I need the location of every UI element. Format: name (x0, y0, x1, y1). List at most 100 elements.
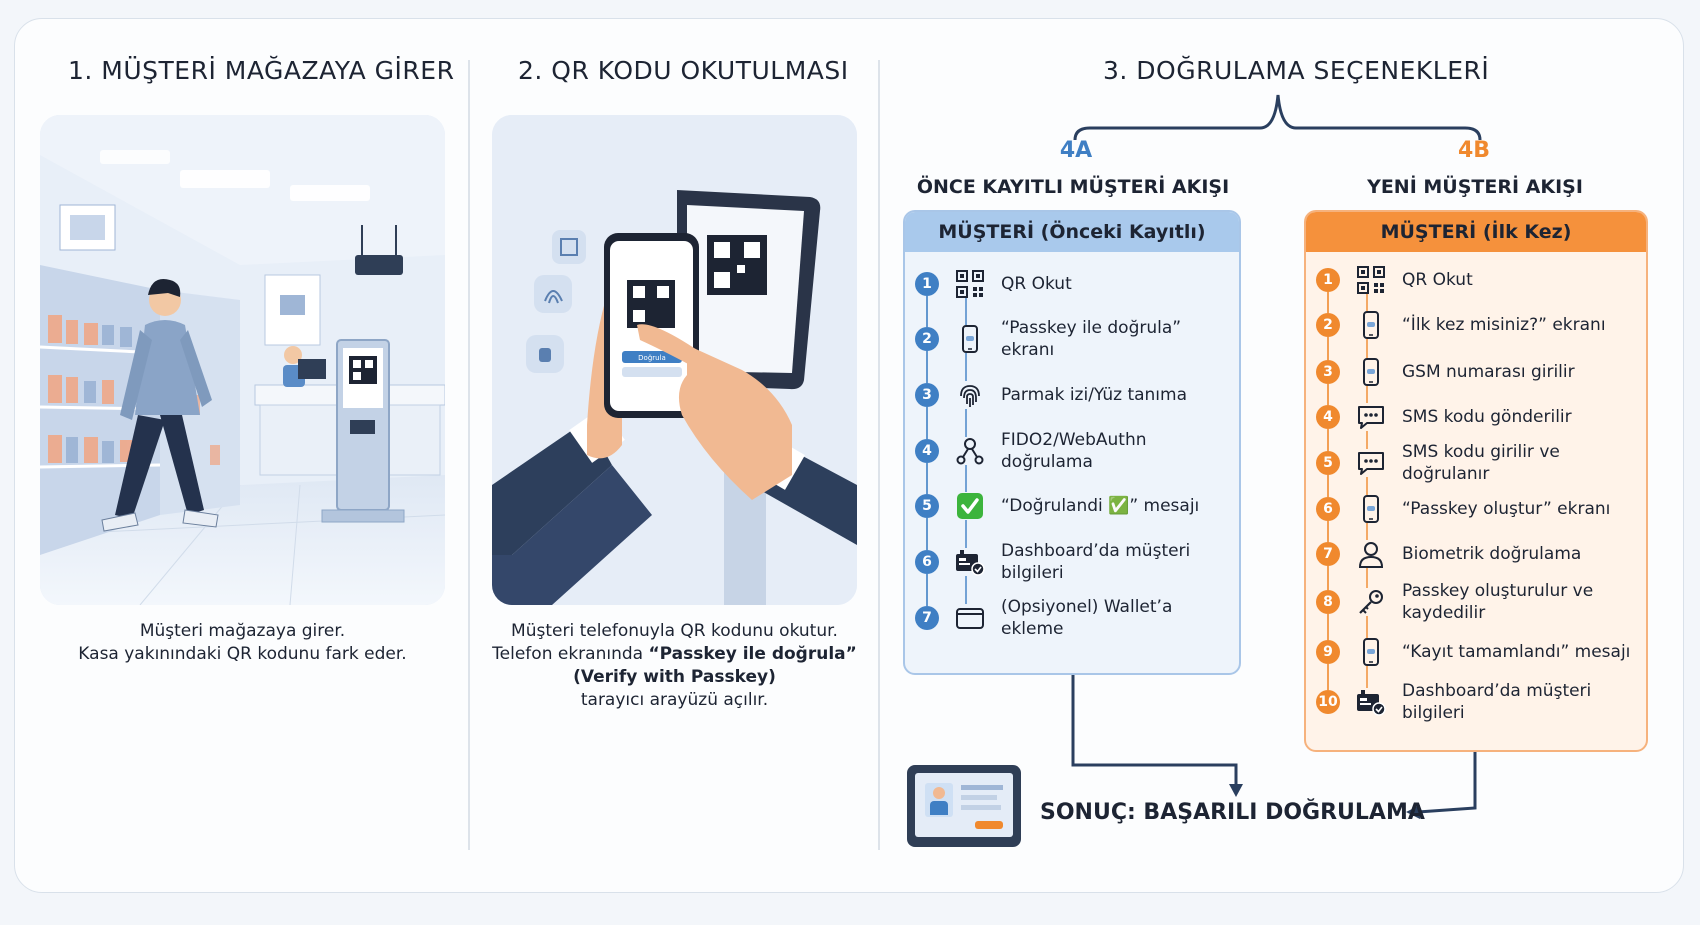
caption-line: Müşteri telefonuyla QR kodunu okutur. (511, 621, 838, 641)
network-icon (953, 434, 987, 468)
flow-a-title: ÖNCE KAYITLI MÜŞTERİ AKIŞI (916, 176, 1230, 198)
step-label: SMS kodu gönderilir (1402, 407, 1572, 427)
icon-connector (965, 465, 967, 492)
flow-a-step: 6 Dashboard’da müşteri bilgileri (915, 541, 1239, 583)
flow-b-title: YENİ MÜŞTERİ AKIŞI (1367, 176, 1583, 198)
phone-icon (1354, 308, 1388, 342)
step-label: (Opsiyonel) Wallet’a ekleme (1001, 597, 1173, 639)
icon-connector (1366, 386, 1368, 403)
icon-connector (1366, 568, 1368, 588)
step-number: 5 (1316, 451, 1340, 475)
flow-b-step: 4 SMS kodu gönderilir (1316, 397, 1572, 437)
step-number: 3 (1316, 360, 1340, 384)
icon-connector (1366, 339, 1368, 358)
step-label: SMS kodu girilir ve doğrulanır (1402, 442, 1560, 484)
section-divider (878, 60, 880, 850)
flow-b-label: 4B (1457, 138, 1491, 163)
key-icon (1354, 585, 1388, 619)
flow-a-step: 3 Parmak izi/Yüz tanıma (915, 375, 1187, 415)
step-label: FIDO2/WebAuthn doğrulama (1001, 430, 1147, 472)
step-number: 1 (1316, 268, 1340, 292)
qr-scan-image: Doğrula (492, 115, 857, 605)
step-number: 6 (915, 550, 939, 574)
icon-connector (1366, 666, 1368, 688)
section-1-caption: Müşteri mağazaya girer. Kasa yakınındaki… (40, 620, 445, 666)
flow-a-label: 4A (1059, 138, 1093, 163)
step-arrow (926, 463, 928, 494)
step-label: “Doğrulandi ✅” mesajı (1001, 496, 1200, 516)
icon-connector (1366, 431, 1368, 449)
chat-icon (1354, 446, 1388, 480)
step-number: 5 (915, 494, 939, 518)
step-label: “Passkey oluştur” ekranı (1402, 499, 1611, 519)
qr-icon (1354, 263, 1388, 297)
step-label: Biometrik doğrulama (1402, 544, 1582, 564)
caption-line: Telefon ekranında “Passkey ile doğrula” … (492, 643, 857, 689)
icon-connector (965, 576, 967, 604)
step-number: 4 (915, 439, 939, 463)
step-number: 3 (915, 383, 939, 407)
icon-connector (965, 353, 967, 381)
section-2-title: 2. QR KODU OKUTULMASI (518, 56, 849, 85)
step-number: 8 (1316, 590, 1340, 614)
phone-icon (1354, 355, 1388, 389)
step-arrow (1327, 521, 1329, 542)
chat-icon (1354, 400, 1388, 434)
step-label: Dashboard’da müşteri bilgileri (1402, 681, 1592, 723)
step-label: Parmak izi/Yüz tanıma (1001, 385, 1188, 405)
qr-icon (953, 267, 987, 301)
step-number: 10 (1316, 690, 1340, 714)
step-label: Dashboard’da müşteri bilgileri (1001, 541, 1191, 583)
step-number: 1 (915, 272, 939, 296)
flow-a-box: MÜŞTERİ (Önceki Kayıtlı) 1 QR Okut 2 “Passk… (903, 210, 1241, 675)
store-illustration (40, 115, 445, 605)
qr-scan-illustration: Doğrula (492, 115, 857, 605)
step-number: 2 (915, 327, 939, 351)
flow-a-step: 4 FIDO2/WebAuthn doğrulama (915, 430, 1239, 472)
flow-a-step: 2 “Passkey ile doğrula” ekranı (915, 318, 1239, 360)
step-label: GSM numarası girilir (1402, 362, 1575, 382)
caption-line: tarayıcı arayüzü açılır. (580, 690, 769, 710)
step-label: “İlk kez misiniz?” ekranı (1402, 315, 1606, 335)
step-number: 6 (1316, 497, 1340, 521)
step-arrow (1327, 475, 1329, 497)
step-number: 4 (1316, 405, 1340, 429)
flow-a-step: 1 QR Okut (915, 264, 1072, 304)
step-label: QR Okut (1001, 274, 1072, 294)
check-icon (953, 489, 987, 523)
step-arrow (1327, 614, 1329, 640)
flow-a-box-title: MÜŞTERİ (Önceki Kayıtlı) (905, 212, 1239, 252)
step-arrow (1327, 292, 1329, 313)
step-arrow (1327, 664, 1329, 690)
step-arrow (1327, 566, 1329, 590)
step-label: “Kayıt tamamlandı” mesajı (1402, 642, 1631, 662)
phone-icon (1354, 635, 1388, 669)
step-number: 2 (1316, 313, 1340, 337)
caption-bold-text: “Passkey ile doğrula” (Verify with Passk… (573, 644, 857, 687)
icon-connector (1366, 294, 1368, 311)
step-arrow (926, 296, 928, 327)
step-arrow (1327, 384, 1329, 405)
result-text: SONUÇ: BAŞARILI DOĞRULAMA (1040, 800, 1425, 825)
icon-connector (965, 298, 967, 325)
step-arrow (1327, 429, 1329, 451)
flow-a-step: 7 (Opsiyonel) Wallet’a ekleme (915, 597, 1239, 639)
flow-b-box-title: MÜŞTERİ (İlk Kez) (1306, 212, 1646, 252)
flow-b-step: 5 SMS kodu girilir ve doğrulanır (1316, 442, 1646, 484)
icon-connector (965, 409, 967, 437)
icon-connector (965, 520, 967, 548)
dashboard-icon (953, 545, 987, 579)
step-number: 9 (1316, 640, 1340, 664)
caption-line: Müşteri mağazaya girer. (139, 621, 346, 641)
step-arrow (1327, 337, 1329, 360)
step-number: 7 (915, 606, 939, 630)
step-arrow (926, 574, 928, 606)
flow-b-step: 3 GSM numarası girilir (1316, 352, 1575, 392)
phone-icon (1354, 492, 1388, 526)
step-label: “Passkey ile doğrula” ekranı (1001, 318, 1182, 360)
flow-a-step: 5 “Doğrulandi ✅” mesajı (915, 486, 1199, 526)
